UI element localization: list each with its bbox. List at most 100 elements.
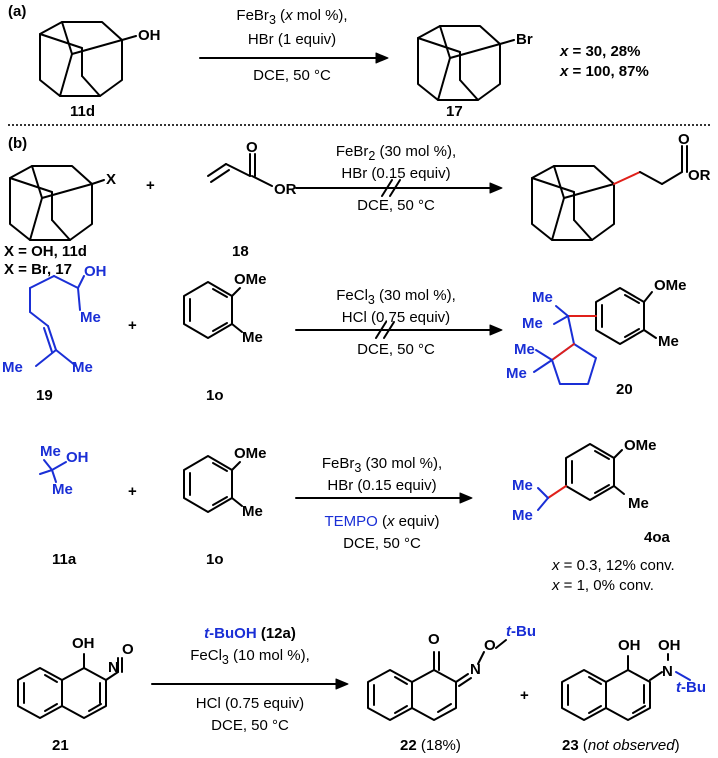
conditions-b2-line1: FeCl3 (30 mol %), (336, 287, 456, 307)
x-label-1: X = OH, 11d (4, 243, 87, 260)
oh-19: OH (84, 263, 107, 280)
conditions-b2-line2: HCl (0.75 equiv) (341, 309, 451, 326)
o-21: O (122, 641, 134, 658)
ome-1o-b: OMe (234, 445, 267, 462)
arene-1o-a (183, 281, 243, 339)
product-4oa (537, 443, 625, 511)
n-21: N (108, 659, 119, 676)
ome-4oa: OMe (624, 437, 657, 454)
arrow-a (199, 52, 389, 64)
plus-b4: + (520, 687, 529, 704)
ome-1o-a: OMe (234, 271, 267, 288)
alkenol-19 (29, 275, 85, 367)
label-19: 19 (36, 387, 53, 404)
panel-a-label: (a) (8, 3, 27, 20)
o-22-ketone: O (428, 631, 440, 648)
product-23 (561, 653, 691, 721)
conditions-a-line1: FeBr3 (x mol %), (236, 7, 348, 27)
me-20-c: Me (514, 341, 535, 358)
product-b1 (531, 145, 688, 241)
adamantane-11d-a (39, 21, 137, 97)
naphthol-21 (17, 653, 123, 719)
panel-b-label: (b) (8, 135, 28, 152)
label-1o-a: 1o (206, 387, 224, 404)
conditions-b4-line4: DCE, 50 °C (211, 717, 289, 734)
plus-b1: + (146, 177, 155, 194)
n-23: N (662, 663, 673, 680)
label-21: 21 (52, 737, 69, 754)
acrylate-or: OR (274, 181, 297, 198)
label-17: 17 (446, 103, 463, 120)
conditions-b3-line1: FeBr3 (30 mol %), (321, 455, 443, 475)
conditions-b4-line1: t-BuOH (12a) (204, 625, 296, 642)
o-22-ether: O (484, 637, 496, 654)
adamantane-17 (417, 25, 515, 101)
br-group-17: Br (516, 31, 533, 48)
oh-11a: OH (66, 449, 89, 466)
acrylate-18 (207, 153, 273, 187)
conditions-b3-line4: DCE, 50 °C (343, 535, 421, 552)
conditions-a-line3: DCE, 50 °C (253, 67, 331, 84)
x-group: X (106, 171, 117, 188)
conditions-b1-line2: HBr (0.15 equiv) (341, 165, 451, 182)
arrow-b4 (151, 678, 349, 690)
label-20: 20 (616, 381, 633, 398)
result-b3-2: x = 1, 0% conv. (552, 577, 654, 594)
me-1o-b: Me (242, 503, 263, 520)
plus-b2: + (128, 317, 137, 334)
conditions-b2-line3: DCE, 50 °C (357, 341, 435, 358)
conditions-b1-line3: DCE, 50 °C (357, 197, 435, 214)
me-11a-b: Me (52, 481, 73, 498)
ome-20: OMe (654, 277, 687, 294)
me-1o-a: Me (242, 329, 263, 346)
me-11a-a: Me (40, 443, 61, 460)
me-19-a: Me (80, 309, 101, 326)
tbu-22: t-Bu (506, 623, 536, 640)
x-label-2: X = Br, 17 (4, 261, 72, 278)
acrylate-o: O (246, 139, 258, 156)
label-11d-a: 11d (70, 103, 96, 120)
oh-23-a: OH (618, 637, 641, 654)
label-1o-b: 1o (206, 551, 224, 568)
product-20 (533, 287, 657, 385)
label-4oa: 4oa (644, 529, 670, 546)
me-20-e: Me (658, 333, 679, 350)
tbuoh-11a (39, 459, 67, 483)
me-4oa-b: Me (512, 507, 533, 524)
me-20-a: Me (532, 289, 553, 306)
label-22: 22 (18%) (400, 737, 461, 754)
result-a-1: x = 30, 28% (560, 43, 641, 60)
adamantane-x (9, 165, 105, 241)
arrow-b3 (295, 492, 473, 504)
label-11a: 11a (52, 551, 77, 568)
section-divider (8, 124, 710, 126)
conditions-b4-line3: HCl (0.75 equiv) (195, 695, 305, 712)
me-4oa-c: Me (628, 495, 649, 512)
label-18: 18 (232, 243, 249, 260)
product-22 (367, 639, 507, 721)
result-a-2: x = 100, 87% (560, 63, 649, 80)
oh-group-11d: OH (138, 27, 161, 44)
n-22: N (470, 661, 481, 678)
arrow-b1 (295, 179, 503, 197)
conditions-a-line2: HBr (1 equiv) (247, 31, 337, 48)
me-19-b: Me (2, 359, 23, 376)
me-4oa-a: Me (512, 477, 533, 494)
arrow-b2 (295, 321, 503, 339)
oh-23-b: OH (658, 637, 681, 654)
conditions-b3-line2: HBr (0.15 equiv) (327, 477, 437, 494)
oh-21: OH (72, 635, 95, 652)
arene-1o-b (183, 455, 243, 513)
me-20-d: Me (506, 365, 527, 382)
conditions-b3-line3: TEMPO (x equiv) (324, 513, 440, 530)
me-19-c: Me (72, 359, 93, 376)
result-b3-1: x = 0.3, 12% conv. (552, 557, 675, 574)
product-b1-or: OR (688, 167, 711, 184)
product-b1-o: O (678, 131, 690, 148)
conditions-b1-line1: FeBr2 (30 mol %), (335, 143, 457, 163)
conditions-b4-line2: FeCl3 (10 mol %), (190, 647, 310, 667)
label-23: 23 (not observed) (562, 737, 680, 754)
me-20-b: Me (522, 315, 543, 332)
